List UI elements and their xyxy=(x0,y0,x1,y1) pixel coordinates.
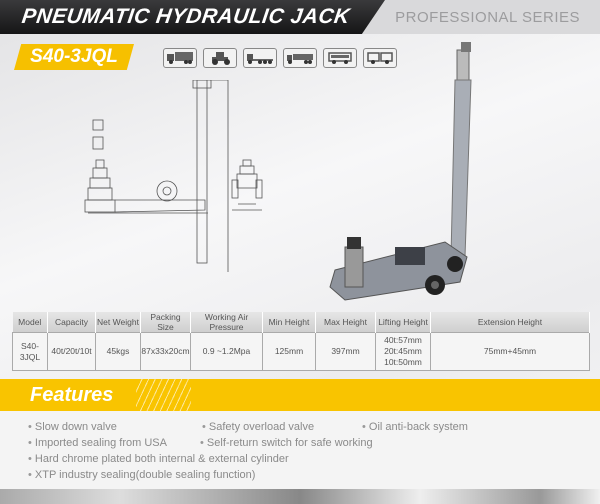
cell-model: S40-3JQL xyxy=(12,332,48,371)
series-label: PROFESSIONAL SERIES xyxy=(395,9,580,26)
page-title: PNEUMATIC HYDRAULIC JACK xyxy=(20,5,352,28)
cell-lifting-height: 40t:57mm 20t:45mm 10t:50mm xyxy=(375,332,431,371)
bottom-bar xyxy=(0,489,600,504)
feature-item: Imported sealing from USA xyxy=(28,437,167,449)
feature-item: Self-return switch for safe working xyxy=(200,437,373,449)
feature-item: XTP industry sealing(double sealing func… xyxy=(28,469,256,481)
lifting-20t: 20t:45mm xyxy=(384,346,422,356)
lifting-40t: 40t:57mm xyxy=(384,335,422,345)
cell-air-pressure: 0.9 ~1.2Mpa xyxy=(190,332,263,371)
feature-item: Safety overload valve xyxy=(202,421,314,433)
feature-item: Slow down valve xyxy=(28,421,117,433)
lifting-10t: 10t:50mm xyxy=(384,357,422,367)
col-header: Max Height xyxy=(315,312,376,333)
col-header: Working Air Pressure xyxy=(190,312,263,333)
col-header: Extension Height xyxy=(430,312,590,333)
table-header-row: Model Capacity Net Weight Packing Size W… xyxy=(12,312,590,333)
features-list: Slow down valve Safety overload valve Oi… xyxy=(0,411,600,489)
col-header: Net Weight xyxy=(95,312,141,333)
spec-table: Model Capacity Net Weight Packing Size W… xyxy=(12,312,590,371)
feature-item: Hard chrome plated both internal & exter… xyxy=(28,453,289,465)
cell-max-height: 397mm xyxy=(315,332,376,371)
cell-min-height: 125mm xyxy=(262,332,316,371)
model-badge: S40-3JQL xyxy=(14,44,134,70)
cell-capacity: 40t/20t/10t xyxy=(47,332,96,371)
features-title: Features xyxy=(30,384,114,406)
col-header: Packing Size xyxy=(140,312,191,333)
features-band: Features xyxy=(0,379,600,411)
cell-extension-height: 75mm+45mm xyxy=(430,332,590,371)
cell-net-weight: 45kgs xyxy=(95,332,141,371)
flatbed-trailer-icon xyxy=(243,48,277,68)
cell-packing-size: 87x33x20cm xyxy=(140,332,191,371)
col-header: Model xyxy=(12,312,48,333)
header-bar: PNEUMATIC HYDRAULIC JACK PROFESSIONAL SE… xyxy=(0,0,600,34)
table-row: S40-3JQL 40t/20t/10t 45kgs 87x33x20cm 0.… xyxy=(12,332,590,371)
vehicle-icons xyxy=(163,48,397,68)
truck-icon xyxy=(163,48,197,68)
bus-icon xyxy=(323,48,357,68)
col-header: Min Height xyxy=(262,312,316,333)
feature-item: Oil anti-back system xyxy=(362,421,468,433)
technical-drawing xyxy=(84,80,263,272)
long-truck-icon xyxy=(283,48,317,68)
col-header: Capacity xyxy=(47,312,96,333)
decorative-stripes xyxy=(136,379,191,411)
jack-product-photo xyxy=(329,42,472,301)
tractor-icon xyxy=(203,48,237,68)
col-header: Lifting Height xyxy=(375,312,431,333)
header-dark-panel xyxy=(0,0,385,34)
articulated-bus-icon xyxy=(363,48,397,68)
